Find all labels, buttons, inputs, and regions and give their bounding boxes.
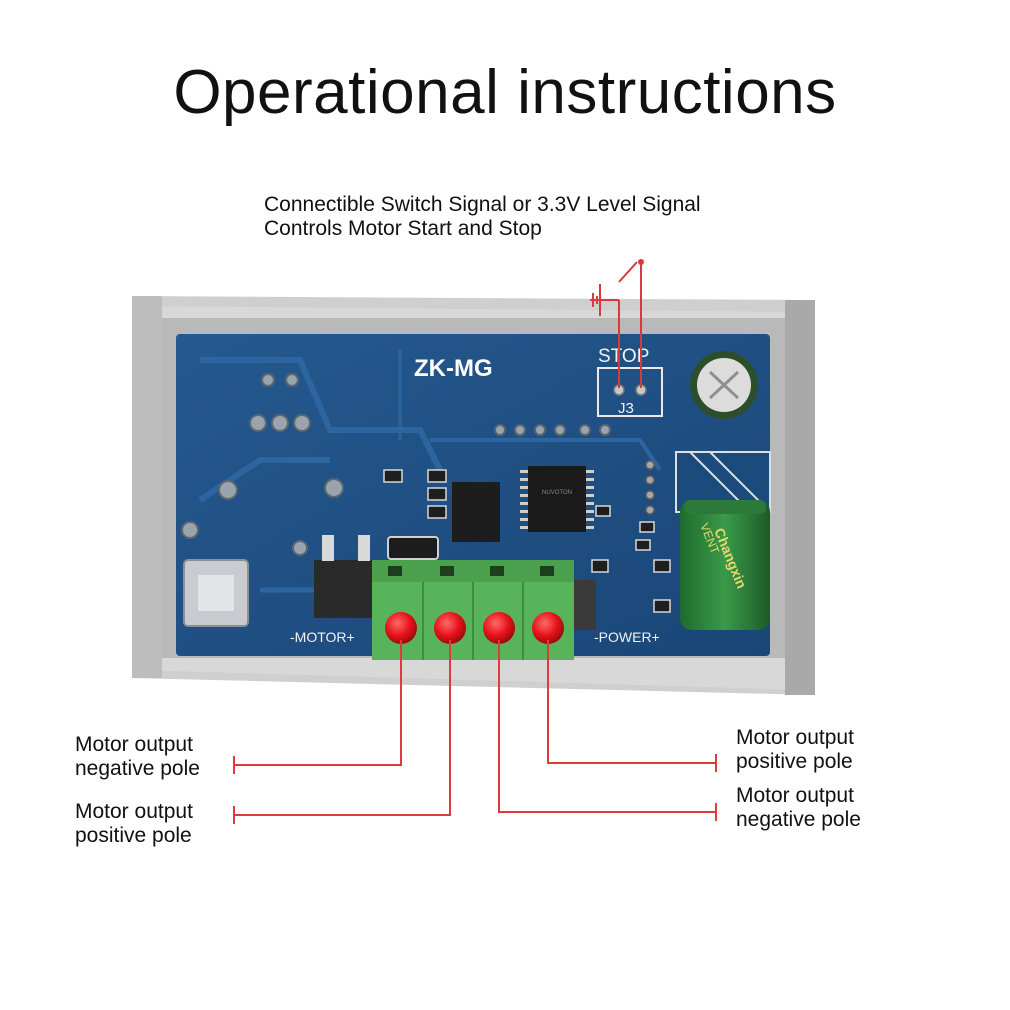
label-motor-output-negative-right: Motor output negative pole [736, 784, 861, 832]
terminal-dot-1 [385, 612, 417, 644]
signal-note-line2: Controls Motor Start and Stop [264, 217, 542, 240]
chip-marking: NUVOTON [542, 490, 572, 496]
power-silk-label: -POWER+ [594, 629, 660, 645]
label-line1: Motor output [75, 800, 193, 823]
leader-line-1 [233, 640, 402, 774]
label-line2: positive pole [75, 824, 192, 847]
terminal-dot-3 [483, 612, 515, 644]
switch-signal-symbol [590, 259, 644, 388]
stop-silk-label: STOP [598, 346, 649, 367]
leader-line-4 [547, 640, 717, 772]
label-line2: positive pole [736, 750, 853, 773]
leader-line-2 [233, 640, 451, 824]
signal-instruction-note: Connectible Switch Signal or 3.3V Level … [264, 193, 701, 241]
leader-line-3 [498, 640, 717, 821]
terminal-block [372, 560, 596, 660]
board-model-label: ZK-MG [414, 355, 493, 382]
label-line2: negative pole [736, 808, 861, 831]
label-motor-output-positive-left: Motor output positive pole [75, 800, 193, 848]
j3-silk-label: J3 [618, 400, 634, 417]
label-motor-output-positive-right: Motor output positive pole [736, 726, 854, 774]
label-line1: Motor output [736, 784, 854, 807]
signal-note-line1: Connectible Switch Signal or 3.3V Level … [264, 193, 701, 216]
pcb-board: NUVOTON Changxin VENT ZK-MG STOP J3 [176, 334, 771, 656]
label-motor-output-negative-left: Motor output negative pole [75, 733, 200, 781]
terminal-dot-4 [532, 612, 564, 644]
motor-silk-label: -MOTOR+ [290, 629, 355, 645]
label-line1: Motor output [75, 733, 193, 756]
label-line1: Motor output [736, 726, 854, 749]
terminal-dot-2 [434, 612, 466, 644]
label-line2: negative pole [75, 757, 200, 780]
page-title: Operational instructions [173, 58, 837, 127]
